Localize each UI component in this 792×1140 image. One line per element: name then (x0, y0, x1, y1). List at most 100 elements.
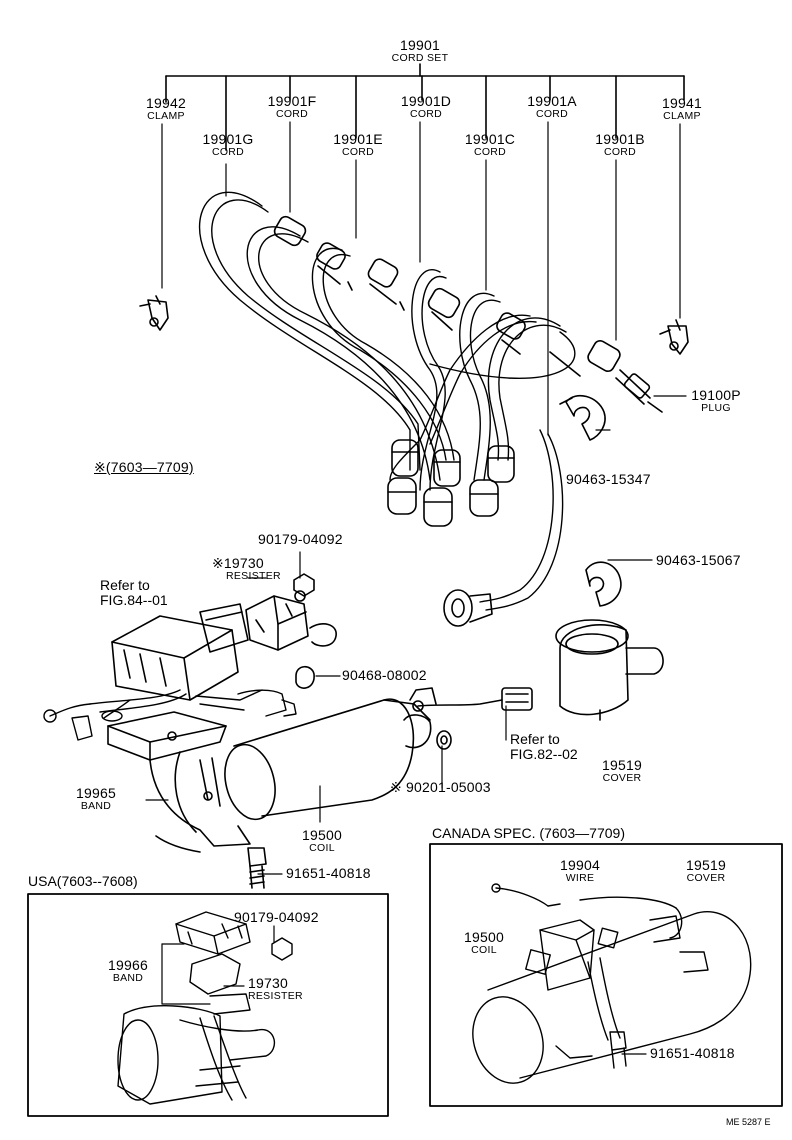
label-resister-top: ※19730 RESISTER (212, 556, 281, 582)
resister-top-name: RESISTER (226, 569, 281, 582)
cord-c-name: CORD (473, 145, 507, 158)
label-bolt-main: 91651-40818 (286, 865, 371, 881)
cord-a-name: CORD (535, 107, 569, 120)
plug-number: 19100P (691, 387, 741, 403)
clamp-right-name: CLAMP (663, 109, 701, 122)
cord-b-name: CORD (603, 145, 637, 158)
cover-canada-name: COVER (686, 871, 726, 884)
coil-main-drawing (224, 687, 437, 821)
clip-15067-drawing (585, 561, 622, 607)
label-washer: ※ 90201-05003 (390, 779, 491, 795)
plug-boots (273, 215, 621, 377)
label-band-main: 19965 BAND (76, 786, 116, 812)
canada-inset-box (429, 843, 783, 1107)
cord-e-name: CORD (341, 145, 375, 158)
clip-15347-drawing (559, 394, 606, 441)
cord-d-number: 19901D (400, 93, 452, 109)
label-band-usa: 19966 BAND (108, 958, 148, 984)
wire-canada-number: 19904 (560, 857, 600, 873)
coil-canada-name: COIL (471, 943, 497, 956)
cord-set-name: CORD SET (391, 51, 449, 64)
label-cord-b: 19901B CORD (595, 132, 644, 158)
connector-drawing (412, 687, 533, 712)
cord-b-number: 19901B (595, 131, 645, 147)
leader-lines (145, 121, 687, 1055)
label-wire-canada: 19904 WIRE (560, 858, 600, 884)
clamp-left-name: CLAMP (147, 109, 185, 122)
diagram-code: ME 5287 E (726, 1117, 771, 1127)
plug-name: PLUG (701, 401, 731, 414)
coil-canada-number: 19500 (464, 929, 504, 945)
cord-g-number: 19901G (202, 131, 254, 147)
label-cord-e: 19901E CORD (333, 132, 382, 158)
harness-wires (43, 689, 297, 741)
band-usa-number: 19966 (108, 957, 148, 973)
cord-f-number: 19901F (267, 93, 317, 109)
cord-e-number: 19901E (333, 131, 383, 147)
wire-canada-name: WIRE (565, 871, 595, 884)
cord-f-name: CORD (275, 107, 309, 120)
label-date-range: ※(7603—7709) (94, 460, 194, 475)
band-main-drawing (107, 711, 251, 853)
label-cord-set: 19901 CORD SET (392, 38, 449, 64)
clamp-right-drawing (659, 319, 689, 355)
coil-main-number: 19500 (302, 827, 342, 843)
resister-main-drawing (245, 590, 337, 651)
label-cord-d: 19901D CORD (401, 94, 451, 120)
cover-canada-number: 19519 (686, 857, 726, 873)
ref-fig84-line1: Refer to (100, 577, 150, 593)
resister-usa-number: 19730 (248, 975, 288, 991)
clamp-right-number: 19941 (662, 95, 702, 111)
band-usa-name: BAND (112, 971, 144, 984)
label-grommet: 90468-08002 (342, 667, 427, 683)
cover-main-drawing (555, 619, 664, 721)
igniter-module-drawing (111, 603, 249, 701)
label-cord-a: 19901A CORD (527, 94, 576, 120)
label-plug: 19100P PLUG (691, 388, 740, 414)
ref-fig82-line2: FIG.82--02 (510, 745, 578, 762)
label-bolt-canada: 91651-40818 (650, 1045, 735, 1061)
label-cord-g: 19901G CORD (202, 132, 253, 158)
usa-inset-box (27, 893, 389, 1117)
label-cover-canada: 19519 COVER (686, 858, 726, 884)
label-usa: USA(7603--7608) (28, 873, 138, 889)
spark-plug-wires (199, 191, 576, 611)
cord-a-number: 19901A (527, 93, 577, 109)
canada-inset-drawing (472, 883, 752, 1084)
label-cord-f: 19901F CORD (268, 94, 317, 120)
ref-fig82-line1: Refer to (510, 731, 560, 747)
date-range-note: ※(7603—7709) (94, 459, 194, 475)
cord-g-name: CORD (211, 145, 245, 158)
cover-main-number: 19519 (602, 757, 642, 773)
label-nut-usa: 90179-04092 (234, 909, 319, 925)
ref-fig84-line2: FIG.84--01 (100, 591, 168, 608)
spark-plug-drawing (615, 369, 663, 413)
label-cover-main: 19519 COVER (602, 758, 642, 784)
cord-set-bracket (165, 63, 685, 151)
distributor-boots (387, 439, 515, 527)
cord-set-number: 19901 (400, 37, 440, 53)
clamp-left-drawing (139, 295, 169, 331)
label-resister-usa: 19730 RESISTER (248, 976, 303, 1002)
cord-c-number: 19901C (464, 131, 516, 147)
label-clamp-left: 19942 CLAMP (146, 96, 186, 122)
label-ref-fig84: Refer to FIG.84--01 (100, 578, 168, 607)
label-coil-main: 19500 COIL (302, 828, 342, 854)
coil-wire-boot (443, 589, 493, 627)
label-clip-15347: 90463-15347 (566, 471, 651, 487)
label-coil-canada: 19500 COIL (464, 930, 504, 956)
band-main-name: BAND (80, 799, 112, 812)
resister-usa-name: RESISTER (248, 989, 303, 1002)
label-canada-spec: CANADA SPEC. (7603—7709) (432, 825, 625, 841)
cord-d-name: CORD (409, 107, 443, 120)
coil-main-name: COIL (309, 841, 335, 854)
bolt-main-drawing (247, 847, 267, 889)
label-nut-top: 90179-04092 (258, 531, 343, 547)
label-clip-15067: 90463-15067 (656, 552, 741, 568)
small-hardware (293, 573, 452, 750)
resister-top-number: ※19730 (212, 555, 264, 571)
label-clamp-right: 19941 CLAMP (662, 96, 702, 122)
label-ref-fig82: Refer to FIG.82--02 (510, 732, 578, 761)
